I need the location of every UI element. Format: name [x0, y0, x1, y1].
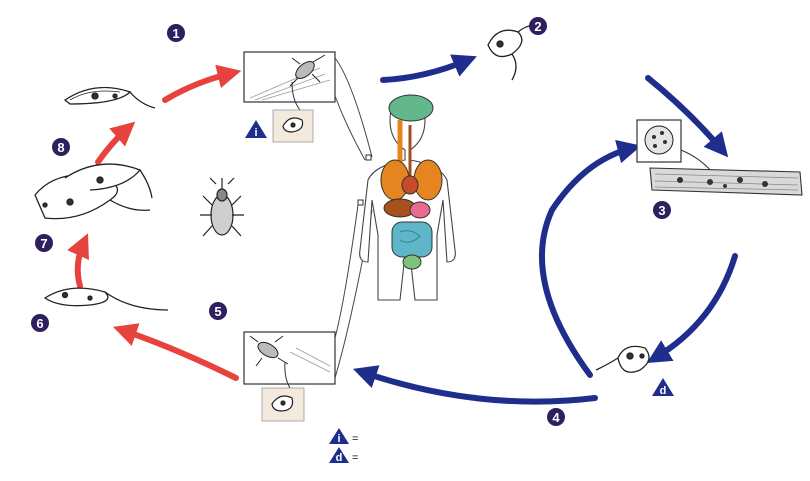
step-badge-3: 3	[653, 201, 671, 219]
step-badge-7: 7	[35, 234, 53, 252]
colon	[391, 221, 433, 258]
svg-text:6: 6	[36, 316, 43, 331]
svg-text:i: i	[254, 127, 257, 139]
insect-cycle-arrows	[67, 64, 242, 381]
bite-site-lower	[357, 199, 364, 206]
intestine	[399, 230, 421, 243]
bite-site-upper	[365, 154, 372, 161]
epimastigote-icon-large	[34, 163, 153, 220]
infective-stage-marker: i	[245, 120, 267, 139]
brain	[388, 94, 434, 122]
svg-text:1: 1	[172, 26, 179, 41]
bite-box-bottom	[243, 331, 336, 422]
diagnostic-stage-marker: d	[652, 378, 674, 397]
stomach	[409, 201, 431, 219]
trypomastigote-icon-step-2	[487, 25, 541, 81]
svg-text:7: 7	[40, 236, 47, 251]
lungs-right	[413, 159, 443, 201]
legend: i = d =	[329, 428, 358, 464]
bladder	[402, 254, 422, 270]
epimastigote-icon	[43, 287, 169, 311]
step-badges: 1 2 3 4 5 6 7 8	[31, 17, 671, 426]
svg-text:d: d	[660, 385, 667, 397]
svg-text:5: 5	[214, 304, 221, 319]
svg-text:2: 2	[534, 19, 541, 34]
arrow-8-to-1	[95, 121, 136, 165]
svg-text:3: 3	[658, 203, 665, 218]
arrow-4-to-box	[352, 365, 598, 405]
step-badge-8: 8	[52, 138, 70, 156]
infected-muscle-tissue	[649, 167, 803, 196]
trypomastigote-icon	[271, 395, 294, 412]
legend-diagnostic: d =	[329, 447, 358, 464]
step-badge-1: 1	[167, 24, 185, 42]
svg-text:d: d	[336, 452, 343, 464]
svg-text:8: 8	[57, 140, 64, 155]
arrow-5-to-6	[112, 323, 239, 381]
svg-text:=: =	[352, 452, 358, 464]
bite-box-top	[243, 51, 336, 143]
arrow-2-to-3	[645, 75, 729, 158]
triatomine-bug-icon	[249, 335, 289, 367]
step-badge-2: 2	[529, 17, 547, 35]
human-cycle-arrows	[352, 54, 738, 405]
svg-text:4: 4	[552, 410, 560, 425]
step-badge-6: 6	[31, 314, 49, 332]
triatomine-bug-icon	[289, 54, 326, 87]
step-badge-4: 4	[547, 408, 565, 426]
svg-text:=: =	[352, 433, 358, 445]
trypomastigote-icon	[282, 117, 304, 133]
metacyclic-trypomastigote-icon	[63, 86, 156, 109]
step-badge-5: 5	[209, 302, 227, 320]
arrow-d-to-4	[539, 139, 642, 378]
arrow-7-to-8	[67, 233, 89, 289]
triatomine-bug-icon	[200, 177, 244, 237]
amastigote-cell-icon	[636, 119, 713, 173]
arrow-1-to-box	[162, 64, 242, 103]
heart	[401, 175, 419, 195]
svg-text:i: i	[337, 433, 340, 445]
arrow-3-to-d	[646, 253, 738, 363]
legend-infective: i =	[329, 428, 358, 445]
human-body-icon	[357, 94, 456, 301]
trypomastigote-icon-diagnostic	[595, 345, 650, 373]
arrow-box-to-2	[380, 54, 477, 83]
